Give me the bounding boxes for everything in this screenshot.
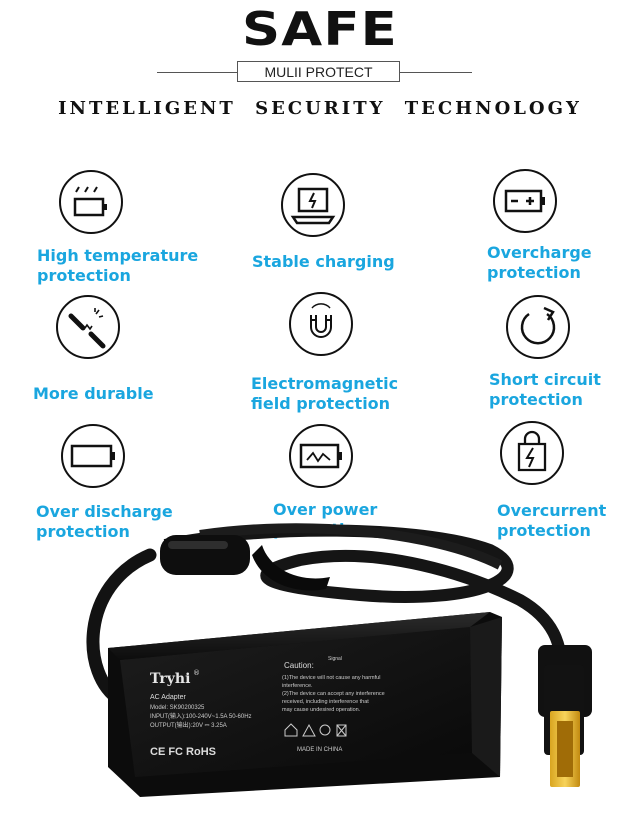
laptop-charging-icon — [280, 172, 346, 238]
lightning-bag-icon — [499, 420, 565, 486]
subtitle-box: MULII PROTECT — [237, 61, 400, 82]
feature-label-stable-charging: Stable charging — [252, 252, 395, 271]
brand-logo: SAFE — [242, 2, 398, 56]
battery-heat-icon — [58, 169, 124, 235]
broken-cable-icon — [55, 294, 121, 360]
adapter-title: AC Adapter — [150, 694, 186, 701]
svg-text:Signal: Signal — [328, 656, 342, 662]
svg-text:received, including interferen: received, including interference that — [282, 699, 369, 705]
feature-label-more-durable: More durable — [33, 384, 154, 403]
circular-arrow-icon — [505, 294, 571, 360]
caution-title: Caution: — [284, 661, 314, 670]
ac-adapter-image: Tryhi ® AC Adapter Model: SK90200325 INP… — [0, 515, 640, 813]
svg-text:®: ® — [193, 669, 200, 677]
svg-text:INPUT(输入):100-240V~1.5A 50-60H: INPUT(输入):100-240V~1.5A 50-60Hz — [150, 712, 252, 720]
svg-text:Model: SK90200325: Model: SK90200325 — [150, 705, 205, 711]
tagline: INTELLIGENT SECURITY TECHNOLOGY — [58, 98, 582, 119]
divider-right — [400, 72, 472, 73]
waveform-battery-icon — [288, 423, 354, 489]
svg-text:may cause undesired operation.: may cause undesired operation. — [282, 707, 361, 713]
magnet-icon — [288, 291, 354, 357]
svg-text:OUTPUT(输出):20V ⎓ 3.25A: OUTPUT(输出):20V ⎓ 3.25A — [150, 721, 227, 729]
divider-left — [157, 72, 237, 73]
adapter-brand: Tryhi — [150, 671, 190, 687]
svg-text:interference.: interference. — [282, 683, 313, 689]
cert-marks: CE FC RoHS — [150, 746, 216, 758]
svg-text:(1)The device will not cause a: (1)The device will not cause any harmful — [282, 675, 380, 681]
svg-text:(2)The device can accept any i: (2)The device can accept any interferenc… — [282, 691, 385, 697]
battery-plus-minus-icon — [492, 168, 558, 234]
empty-battery-icon — [60, 423, 126, 489]
made-in-china: MADE IN CHINA — [297, 747, 342, 753]
